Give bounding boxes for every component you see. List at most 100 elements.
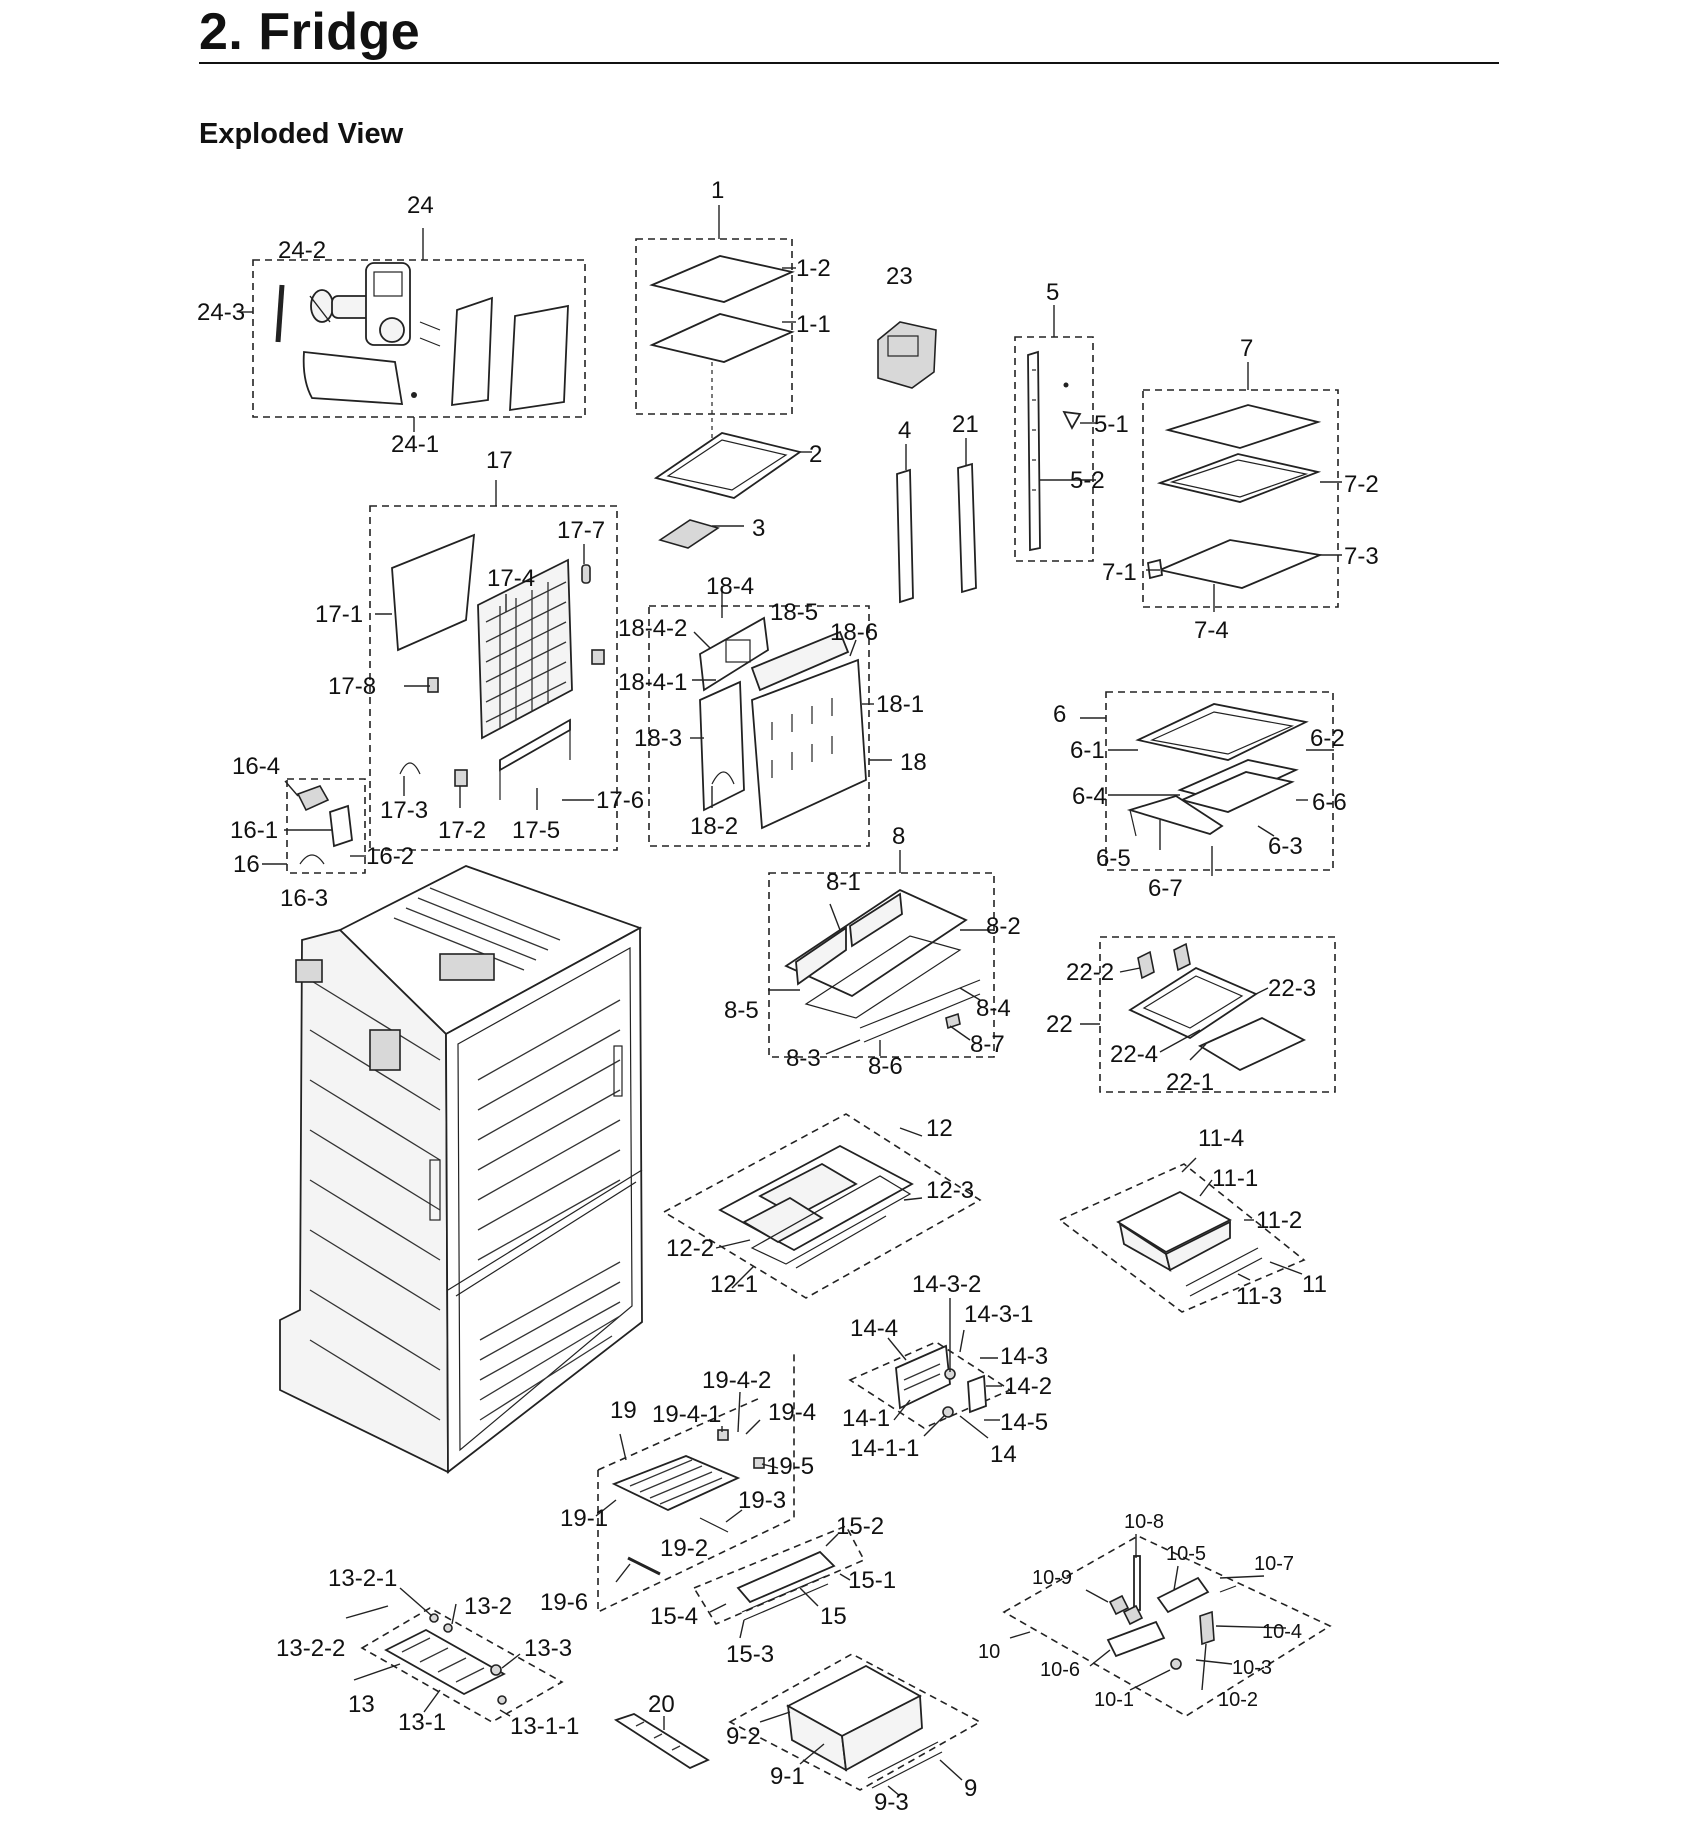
- label-18-6: 18-6: [830, 619, 878, 646]
- label-16: 16: [233, 851, 260, 878]
- label-8-2: 8-2: [986, 913, 1021, 940]
- label-14-2: 14-2: [1004, 1373, 1052, 1400]
- label-17-4: 17-4: [487, 565, 535, 592]
- label-19-2: 19-2: [660, 1535, 708, 1562]
- label-18-4-1: 18-4-1: [618, 669, 687, 696]
- label-14-3-2: 14-3-2: [912, 1271, 981, 1298]
- label-7: 7: [1240, 335, 1253, 362]
- label-21: 21: [952, 411, 979, 438]
- label-19-6: 19-6: [540, 1589, 588, 1616]
- label-15-4: 15-4: [650, 1603, 698, 1630]
- label-19-4: 19-4: [768, 1399, 816, 1426]
- part-group-16: 16-4 16-1 16 16-2 16-3: [230, 753, 414, 912]
- label-20: 20: [648, 1691, 675, 1718]
- label-15-3: 15-3: [726, 1641, 774, 1668]
- label-6-6: 6-6: [1312, 789, 1347, 816]
- part-group-6: 6 6-1 6-2 6-4 6-6 6-5 6-3 6-7: [1053, 691, 1347, 902]
- label-7-4: 7-4: [1194, 617, 1229, 644]
- label-8-5: 8-5: [724, 997, 759, 1024]
- label-22-2: 22-2: [1066, 959, 1114, 986]
- part-group-17: 17-7 17-4 17-1 17-8 17-3 17-2 17-5 17-6 …: [315, 447, 644, 851]
- label-19-4-2: 19-4-2: [702, 1367, 771, 1394]
- label-24-1: 24-1: [391, 431, 439, 458]
- label-22-3: 22-3: [1268, 975, 1316, 1002]
- label-18-4-2: 18-4-2: [618, 615, 687, 642]
- part-group-19: 19-4-2 19 19-4-1 19-4 19-5 19-3 19-1 19-…: [540, 1350, 816, 1616]
- label-7-3: 7-3: [1344, 543, 1379, 570]
- part-4-21: 4 21: [896, 411, 979, 604]
- label-12: 12: [926, 1115, 953, 1142]
- label-5: 5: [1046, 279, 1059, 306]
- part-group-5: 5 5-1 5-2: [1014, 279, 1129, 562]
- label-3: 3: [752, 515, 765, 542]
- label-17: 17: [486, 447, 513, 474]
- label-2: 2: [809, 441, 822, 468]
- label-22-1: 22-1: [1166, 1069, 1214, 1096]
- label-9-2: 9-2: [726, 1723, 761, 1750]
- part-group-15: 15-2 15-1 15-4 15 15-3: [650, 1513, 896, 1668]
- label-19-1: 19-1: [560, 1505, 608, 1532]
- label-15-2: 15-2: [836, 1513, 884, 1540]
- part-group-14: 14-3-2 14-3-1 14-4 14-3 14-2 14-1 14-5 1…: [842, 1271, 1052, 1468]
- label-10-5: 10-5: [1166, 1543, 1206, 1565]
- label-14-3: 14-3: [1000, 1343, 1048, 1370]
- label-11: 11: [1302, 1271, 1327, 1298]
- label-8-6: 8-6: [868, 1053, 903, 1080]
- label-9: 9: [964, 1775, 977, 1802]
- label-5-1: 5-1: [1094, 411, 1129, 438]
- label-16-1: 16-1: [230, 817, 278, 844]
- part-group-9: 9-2 9-1 9-3 9: [726, 1653, 982, 1816]
- part-23: 23: [877, 263, 937, 389]
- label-17-1: 17-1: [315, 601, 363, 628]
- part-20: 20: [613, 1691, 710, 1770]
- label-8-7: 8-7: [970, 1031, 1005, 1058]
- label-14-5: 14-5: [1000, 1409, 1048, 1436]
- label-1-1: 1-1: [796, 311, 831, 338]
- label-17-3: 17-3: [380, 797, 428, 824]
- label-17-5: 17-5: [512, 817, 560, 844]
- label-24: 24: [407, 192, 434, 219]
- label-9-3: 9-3: [874, 1789, 909, 1816]
- label-10-9: 10-9: [1032, 1567, 1072, 1589]
- label-18-2: 18-2: [690, 813, 738, 840]
- label-13: 13: [348, 1691, 375, 1718]
- label-13-3: 13-3: [524, 1635, 572, 1662]
- label-16-3: 16-3: [280, 885, 328, 912]
- label-1-2: 1-2: [796, 255, 831, 282]
- label-15: 15: [820, 1603, 847, 1630]
- label-18-5: 18-5: [770, 599, 818, 626]
- label-6-2: 6-2: [1310, 725, 1345, 752]
- label-12-3: 12-3: [926, 1177, 974, 1204]
- label-14-3-1: 14-3-1: [964, 1301, 1033, 1328]
- label-7-2: 7-2: [1344, 471, 1379, 498]
- label-14: 14: [990, 1441, 1017, 1468]
- part-group-1: 1 1-2 1-1 2 3: [635, 177, 831, 549]
- label-10-3: 10-3: [1232, 1657, 1272, 1679]
- label-18-3: 18-3: [634, 725, 682, 752]
- label-11-4: 11-4: [1198, 1125, 1244, 1152]
- label-11-2: 11-2: [1256, 1207, 1302, 1234]
- label-6-1: 6-1: [1070, 737, 1105, 764]
- title-rule: [199, 62, 1499, 64]
- label-10: 10: [978, 1641, 1000, 1663]
- label-14-4: 14-4: [850, 1315, 898, 1342]
- label-13-1-1: 13-1-1: [510, 1713, 579, 1740]
- label-10-4: 10-4: [1262, 1621, 1302, 1643]
- label-22: 22: [1046, 1011, 1073, 1038]
- label-10-8: 10-8: [1124, 1511, 1164, 1533]
- label-17-6: 17-6: [596, 787, 644, 814]
- part-group-24: 24 24-2 24-3 24-1: [197, 192, 586, 458]
- label-24-2: 24-2: [278, 237, 326, 264]
- label-19-3: 19-3: [738, 1487, 786, 1514]
- label-10-7: 10-7: [1254, 1553, 1294, 1575]
- label-17-8: 17-8: [328, 673, 376, 700]
- label-11-3: 11-3: [1236, 1283, 1282, 1310]
- label-10-6: 10-6: [1040, 1659, 1080, 1681]
- label-11-1: 11-1: [1212, 1165, 1258, 1192]
- part-group-7: 7 7-2 7-3 7-1 7-4: [1102, 335, 1379, 644]
- label-10-1: 10-1: [1094, 1689, 1134, 1711]
- label-19: 19: [610, 1397, 637, 1424]
- label-18: 18: [900, 749, 927, 776]
- label-19-5: 19-5: [766, 1453, 814, 1480]
